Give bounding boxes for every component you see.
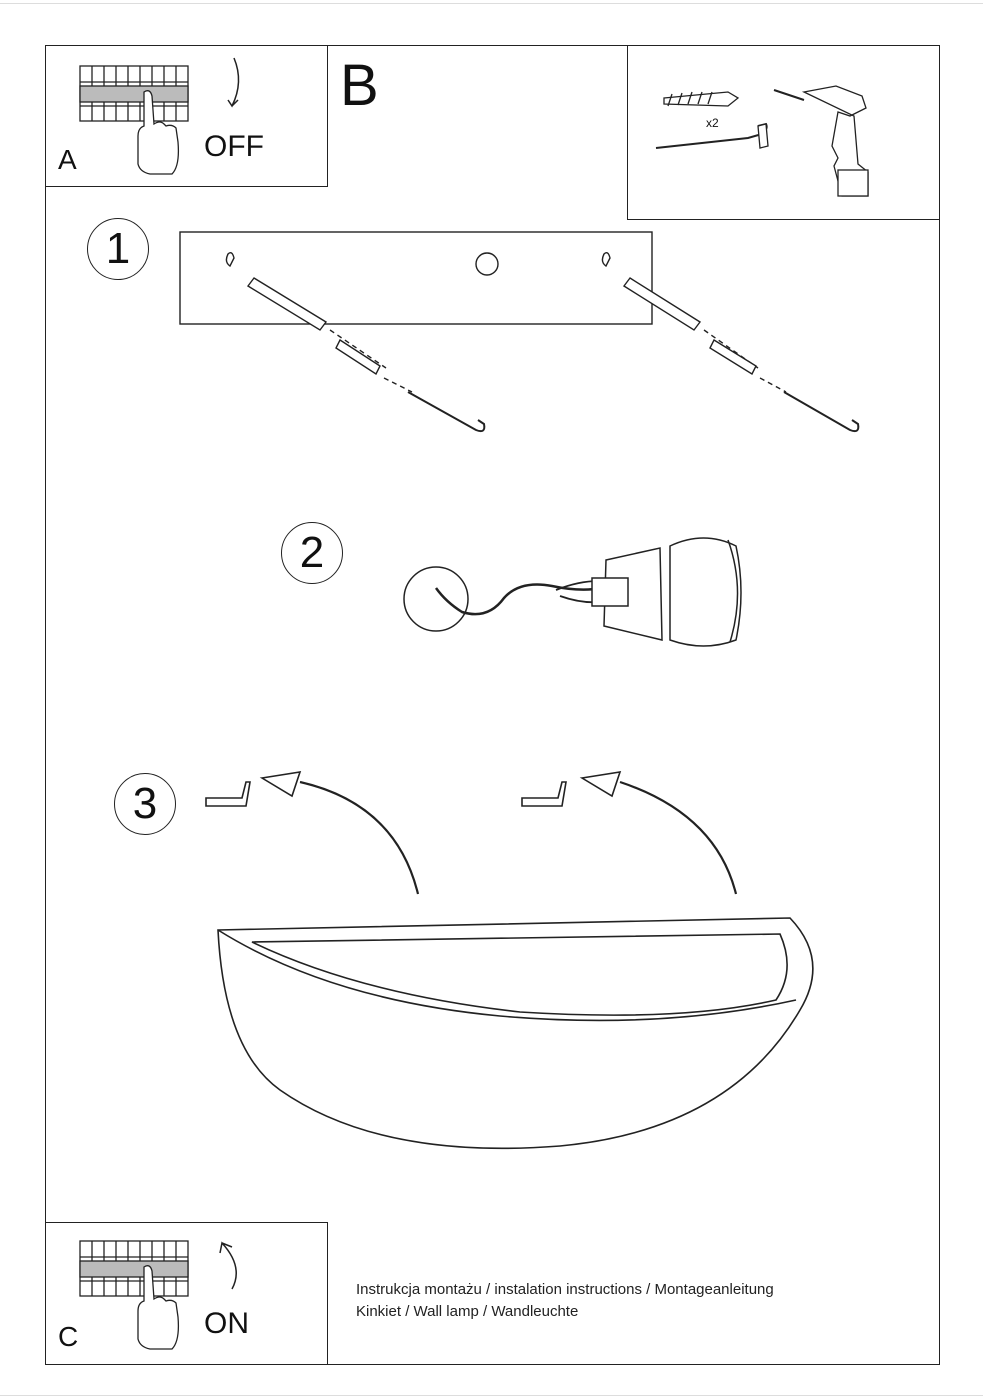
lamp-socket [669, 537, 742, 647]
circuit-breaker-icon [79, 57, 240, 175]
panel-c-power-on: C ON [45, 1222, 328, 1365]
wall-plug-icon [663, 91, 740, 107]
arrow-right [619, 780, 738, 895]
tools-illustration [655, 85, 869, 197]
drill-bit-icon [773, 89, 805, 101]
panel-c-letter: C [58, 1321, 79, 1352]
quantity-label: x2 [706, 116, 719, 130]
lamp-shade [217, 917, 814, 1150]
step-2-wiring-illustration [403, 537, 742, 647]
keyhole-left [225, 251, 235, 268]
hook-left [205, 781, 251, 807]
step-1-mounting-plate-illustration [179, 231, 860, 433]
page-top-edge [0, 3, 983, 4]
instructions-title: Instrukcja montażu / instalation instruc… [356, 1281, 774, 1298]
step-number-3: 3 [114, 773, 176, 835]
circuit-breaker-icon [79, 1240, 237, 1350]
panel-a-letter: A [58, 144, 77, 175]
power-off-label: OFF [204, 130, 264, 163]
step-3-hang-shade-illustration [205, 771, 814, 1150]
panel-tools-required: x2 [627, 45, 940, 220]
wall-outlet [403, 566, 469, 632]
hook-right [521, 781, 567, 807]
instruction-frame [45, 45, 940, 1365]
cable-hole [475, 252, 499, 276]
panel-a-power-off: A OFF [45, 45, 328, 187]
step-number-2: 2 [281, 522, 343, 584]
hook-screw-icon [757, 123, 769, 149]
power-drill-icon [801, 85, 869, 197]
product-type: Kinkiet / Wall lamp / Wandleuchte [356, 1303, 579, 1320]
step-number-1: 1 [87, 218, 149, 280]
page-bottom-edge [0, 1395, 983, 1396]
mounting-plate [179, 231, 653, 325]
arrow-left [299, 780, 420, 895]
keyhole-right [601, 251, 611, 268]
panel-b-letter: B [340, 53, 379, 118]
power-on-label: ON [204, 1307, 249, 1340]
